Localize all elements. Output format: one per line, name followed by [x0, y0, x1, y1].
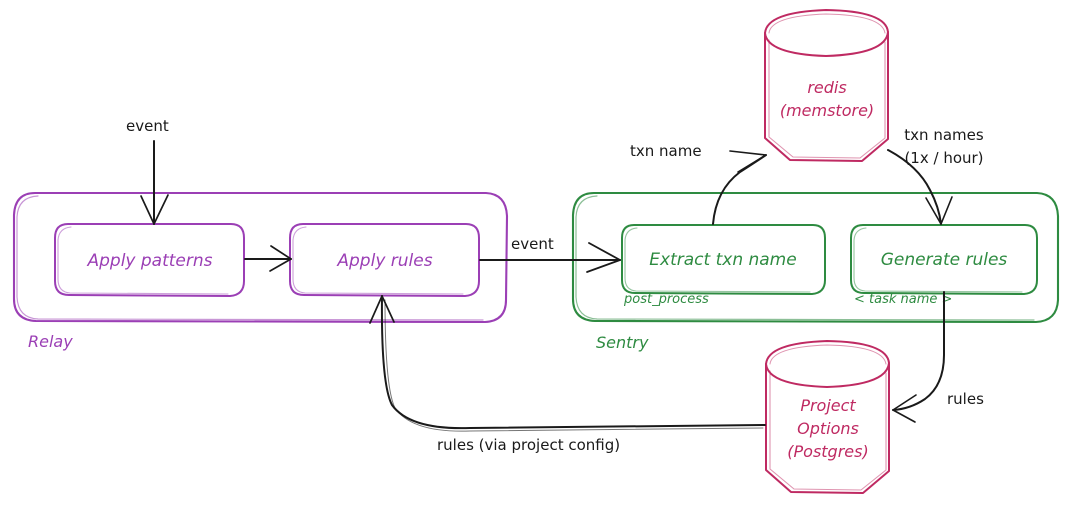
- relay-container-outline-double: [16, 195, 484, 321]
- generate-rules-box-double: [853, 227, 1023, 293]
- node-extract-txn-name[interactable]: Extract txn name post_process: [621, 224, 826, 307]
- edge-options-to-apply-rules-line-double: [384, 299, 764, 432]
- edge-generate-to-options-arrow-bottom: [892, 409, 916, 423]
- edge-generate-to-options-arrow-top: [892, 394, 917, 411]
- edge-event-in-arrow-right: [153, 194, 169, 225]
- apply-rules-box-double: [292, 226, 464, 295]
- apply-patterns-box-double: [57, 226, 229, 295]
- edge-extract-to-redis-arrow-bottom: [737, 154, 767, 173]
- node-apply-patterns[interactable]: Apply patterns: [54, 223, 245, 297]
- group-label-sentry: Sentry: [596, 333, 649, 352]
- edge-patterns-to-rules-arrow-top: [270, 245, 292, 260]
- redis-body: [764, 31, 889, 162]
- extract-txn-name-box-double: [624, 227, 811, 293]
- edge-relay-to-sentry-arrow-bottom: [586, 259, 621, 273]
- edge-relay-to-sentry: event: [479, 235, 621, 273]
- project-options-top-ellipse: [765, 340, 890, 388]
- project-options-label-line1: Project: [800, 396, 856, 415]
- group-label-relay: Relay: [28, 332, 73, 351]
- redis-top-ellipse: [764, 9, 889, 57]
- edge-event-in-label: event: [126, 117, 169, 135]
- apply-patterns-box: [54, 223, 245, 297]
- redis-label-line2: (memstore): [780, 101, 874, 120]
- edge-patterns-to-rules: [244, 245, 292, 272]
- apply-rules-box: [289, 223, 480, 297]
- edge-redis-to-generate-label-line1: txn names: [904, 126, 984, 144]
- edge-options-to-apply-rules-arrow-right: [381, 295, 395, 323]
- sentry-container-outline: [571, 191, 1060, 324]
- project-options-label-line2: Options: [797, 419, 859, 438]
- group-relay: Relay: [12, 191, 509, 351]
- edge-relay-to-sentry-arrow-top: [588, 242, 621, 261]
- generate-rules-sublabel: < task name >: [854, 292, 952, 307]
- edge-relay-to-sentry-label: event: [511, 235, 554, 253]
- edge-patterns-to-rules-arrow-bottom: [269, 258, 292, 272]
- edge-redis-to-generate: txn names (1x / hour): [887, 126, 984, 225]
- edge-extract-to-redis-label: txn name: [630, 142, 702, 160]
- edge-redis-to-generate-arrow-left: [925, 197, 942, 225]
- edge-redis-to-generate-label-line2: (1x / hour): [904, 149, 983, 167]
- edge-event-in: event: [126, 117, 169, 225]
- project-options-label-line3: (Postgres): [787, 442, 868, 461]
- edge-options-to-apply-rules-label: rules (via project config): [437, 436, 620, 454]
- generate-rules-box: [850, 224, 1038, 295]
- edge-options-to-apply-rules-arrow-left: [369, 295, 383, 324]
- project-options-body-double: [769, 370, 887, 491]
- edge-extract-to-redis-line: [712, 154, 767, 225]
- edge-extract-to-redis-arrow-top: [729, 150, 767, 156]
- node-generate-rules[interactable]: Generate rules < task name >: [850, 224, 1038, 307]
- apply-rules-label: Apply rules: [336, 251, 432, 271]
- edge-options-to-apply-rules: rules (via project config): [369, 295, 766, 454]
- edge-redis-to-generate-line: [887, 149, 942, 225]
- edge-extract-to-redis: txn name: [630, 142, 767, 225]
- sentry-container-outline-double: [575, 195, 1035, 321]
- extract-txn-name-label: Extract txn name: [649, 250, 796, 270]
- edge-generate-to-options-label: rules: [947, 390, 984, 408]
- redis-top-ellipse-double: [768, 13, 886, 34]
- edge-redis-to-generate-arrow-right: [940, 196, 953, 225]
- datastore-redis: redis (memstore): [764, 9, 889, 162]
- apply-patterns-label: Apply patterns: [86, 251, 212, 271]
- edge-options-to-apply-rules-line: [380, 295, 766, 430]
- edge-event-in-arrow-left: [140, 195, 155, 225]
- project-options-top-ellipse-double: [769, 344, 887, 365]
- node-apply-rules[interactable]: Apply rules: [289, 223, 480, 297]
- generate-rules-label: Generate rules: [881, 250, 1008, 270]
- extract-txn-name-sublabel: post_process: [623, 292, 709, 307]
- redis-body-double: [768, 39, 886, 159]
- edge-generate-to-options: rules: [892, 291, 984, 423]
- project-options-body: [765, 362, 890, 494]
- group-sentry: Sentry: [571, 191, 1060, 352]
- relay-container-outline: [12, 191, 509, 324]
- datastore-project-options: Project Options (Postgres): [765, 340, 890, 494]
- extract-txn-name-box: [621, 224, 826, 295]
- redis-label-line1: redis: [807, 78, 846, 97]
- edge-generate-to-options-line: [892, 291, 945, 411]
